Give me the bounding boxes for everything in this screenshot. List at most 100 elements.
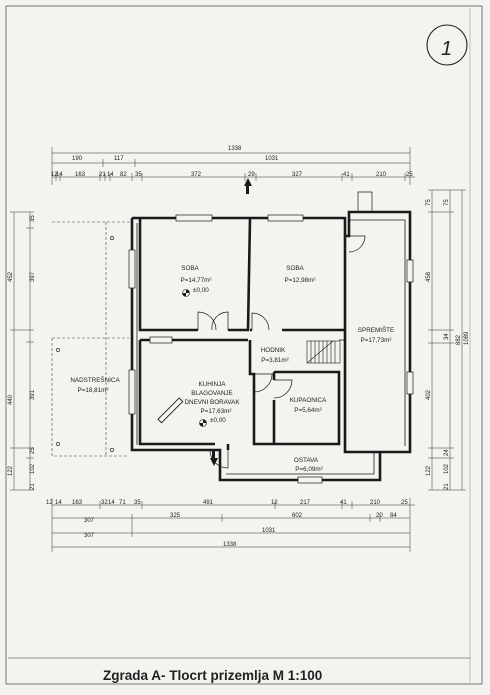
level-symbol-kuhinja — [199, 419, 207, 427]
windows — [128, 214, 414, 484]
canopy-posts — [56, 236, 114, 452]
room-soba-1: SOBA P=14,77m² ±0,00 — [181, 265, 212, 294]
dim-label: 25 — [401, 500, 408, 506]
section-arrow — [210, 458, 218, 466]
room-name: DNEVNI BORAVAK — [184, 399, 240, 406]
dim-label: 41 — [343, 172, 350, 178]
room-kupaonica: KUPAONICA P=5,64m² — [290, 397, 327, 414]
room-ostava: OSTAVA P=6,09m² — [294, 457, 323, 473]
room-name: SOBA — [286, 265, 304, 272]
window — [406, 259, 414, 283]
dim-label: 12 — [51, 172, 58, 178]
section-marker — [246, 186, 249, 194]
door — [211, 311, 229, 331]
room-level: ±0,00 — [210, 417, 226, 424]
room-area: P=5,64m² — [294, 407, 321, 414]
room-area: P=17,63m² — [201, 408, 232, 415]
dim-label: 21 — [99, 172, 106, 178]
room-name: KUHINJA — [199, 381, 227, 388]
dim-label: 163 — [72, 500, 83, 506]
dim-label: 397 — [30, 271, 36, 282]
dim-label: 41 — [340, 500, 347, 506]
room-area: P=3,81m² — [261, 357, 288, 364]
door — [251, 312, 270, 331]
room-area: P=18,81m² — [78, 387, 109, 394]
dim-label: 32 — [101, 500, 108, 506]
dim-label: 12 — [271, 500, 278, 506]
dim-label: 102 — [444, 463, 450, 474]
dim-label: 452 — [8, 271, 14, 282]
dim-label: 20 — [376, 513, 383, 519]
room-name: NADSTREŠNICA — [70, 375, 120, 384]
room-name: SPREMIŠTE — [358, 325, 394, 334]
dims-right-labels: 75 458 402 122 75 34 24 102 21 882 1089 — [426, 199, 470, 490]
dim-label: 25 — [30, 447, 36, 454]
dim-label: 327 — [292, 172, 303, 178]
door — [348, 235, 366, 253]
dim-label: 14 — [56, 172, 63, 178]
dim-label: 163 — [75, 172, 86, 178]
dim-label: 35 — [30, 215, 36, 222]
dim-label: 34 — [444, 333, 450, 340]
dim-label: 325 — [170, 513, 181, 519]
dim-label: 21 — [30, 483, 36, 490]
dim-label: 75 — [444, 199, 450, 206]
dim-label: 14 — [55, 500, 62, 506]
dim-label: 24 — [444, 449, 450, 456]
dim-label: 458 — [426, 271, 432, 282]
dim-label: 35 — [134, 500, 141, 506]
walls — [130, 210, 412, 482]
dim-label: 14 — [108, 500, 115, 506]
dim-label: 75 — [426, 199, 432, 206]
dim-label: 210 — [370, 500, 381, 506]
room-level: ±0,00 — [193, 287, 209, 294]
dim-label: 102 — [30, 463, 36, 474]
window — [149, 336, 173, 344]
window — [128, 369, 136, 415]
section-markers — [210, 178, 252, 466]
door — [357, 191, 373, 212]
room-area: P=6,09m² — [295, 466, 322, 473]
dim-label: 402 — [426, 389, 432, 400]
dims-bottom-lines — [51, 498, 415, 552]
sheet-border — [5, 5, 483, 685]
sheet-number: 1 — [441, 38, 452, 60]
window — [128, 249, 136, 289]
dim-label: 82 — [120, 172, 127, 178]
dim-label: 391 — [30, 389, 36, 400]
dim-label: 602 — [292, 513, 303, 519]
dim-label: 35 — [135, 172, 142, 178]
dim-label: 1089 — [464, 331, 470, 345]
door — [253, 373, 273, 393]
dims-left-lines — [10, 211, 34, 491]
section-marker — [212, 450, 215, 458]
dim-label: 29 — [248, 172, 255, 178]
window — [175, 214, 213, 222]
room-name: OSTAVA — [294, 457, 319, 464]
window — [406, 371, 414, 395]
chimney-element — [157, 397, 184, 424]
door — [209, 449, 229, 469]
dim-label: 210 — [376, 172, 387, 178]
dim-label: 307 — [84, 518, 95, 524]
dim-label: 1338 — [228, 146, 242, 152]
door — [273, 379, 293, 399]
room-nadstresnica: NADSTREŠNICA P=18,81m² — [70, 375, 120, 394]
room-hodnik: HODNIK P=3,81m² — [261, 347, 289, 364]
dims-left-labels: 452 440 122 35 397 391 25 102 21 — [8, 215, 36, 490]
dim-label: 14 — [107, 172, 114, 178]
room-name: SOBA — [181, 265, 199, 272]
dim-label: 1031 — [265, 156, 279, 162]
dim-label: 21 — [444, 483, 450, 490]
dim-label: 440 — [8, 394, 14, 405]
wall-inner-lines — [136, 219, 406, 475]
dim-label: 491 — [203, 500, 214, 506]
dim-label: 217 — [300, 500, 311, 506]
section-arrow — [244, 178, 252, 186]
dim-label: 307 — [84, 533, 95, 539]
dims-top-labels: 1338 190 117 1031 12 14 163 21 14 82 35 … — [51, 146, 413, 178]
room-name: KUPAONICA — [290, 397, 327, 404]
dim-label: 1338 — [223, 542, 237, 548]
